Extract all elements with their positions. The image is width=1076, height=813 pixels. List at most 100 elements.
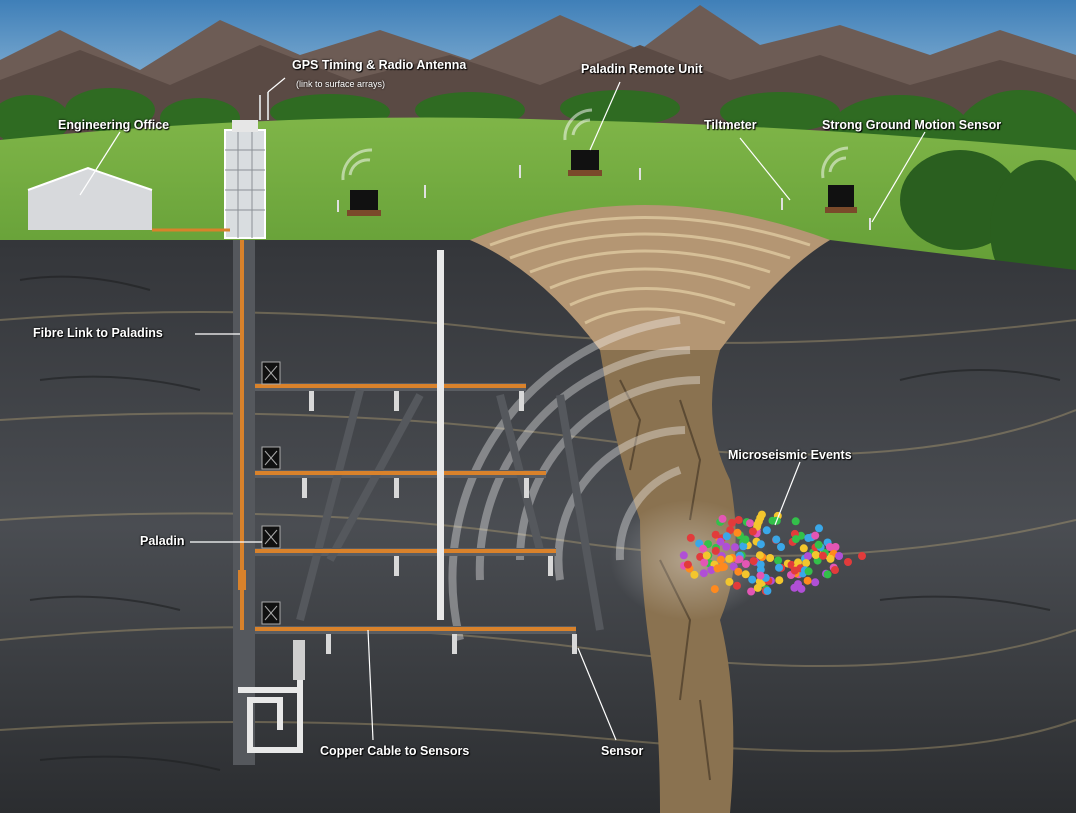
microseismic-event (690, 570, 699, 579)
fibre-link-label: Fibre Link to Paladins (33, 326, 163, 340)
microseismic-event (749, 557, 758, 566)
microseismic-event (711, 546, 720, 555)
microseismic-event (734, 516, 743, 524)
microseismic-event (766, 554, 775, 562)
tiltmeter-label: Tiltmeter (704, 118, 757, 132)
microseismic-event (791, 535, 800, 544)
rock-strata (0, 311, 1076, 753)
microseismic-event (733, 528, 742, 537)
microseismic-event (819, 551, 827, 560)
headframe-tower (224, 92, 269, 239)
microseismic-events-label: Microseismic Events (728, 448, 852, 462)
gps-antenna-sublabel: (link to surface arrays) (296, 79, 386, 89)
microseismic-event (831, 543, 840, 551)
microseismic-event (844, 558, 852, 566)
open-pit (470, 205, 830, 350)
microseismic-event (733, 581, 741, 590)
paladin-units (261, 361, 281, 625)
microseismic-event (725, 554, 734, 563)
paladin-label: Paladin (140, 534, 185, 548)
microseismic-event (772, 535, 781, 544)
microseismic-event (704, 540, 713, 549)
microseismic-event (811, 578, 820, 587)
microseismic-event (799, 544, 808, 553)
microseismic-event (729, 562, 738, 571)
microseismic-event (768, 516, 777, 525)
microseismic-event (755, 577, 764, 586)
microseismic-event (802, 559, 811, 568)
fibre-link-cable (240, 240, 244, 630)
microseismic-event (746, 519, 754, 528)
microseismic-event (707, 566, 716, 574)
engineering-office-label: Engineering Office (58, 118, 170, 132)
seismic-waves (448, 316, 701, 641)
microseismic-event (699, 544, 708, 553)
microseismic-event (774, 556, 783, 565)
microseismic-event (763, 586, 772, 595)
tiltmeters (337, 165, 871, 230)
microseismic-event (731, 543, 739, 552)
engineering-office-building (27, 166, 230, 232)
microseismic-event (679, 551, 688, 560)
strong-ground-motion-sensor-label: Strong Ground Motion Sensor (822, 118, 1002, 132)
gps-antenna-label: GPS Timing & Radio Antenna (292, 58, 467, 72)
sensor-label: Sensor (601, 744, 644, 758)
microseismic-event (716, 555, 725, 564)
microseismic-event (790, 583, 799, 592)
microseismic-event (722, 532, 731, 541)
microseismic-event (775, 576, 784, 585)
microseismic-event (718, 514, 727, 523)
copper-cable-label: Copper Cable to Sensors (320, 744, 470, 758)
microseismic-event (700, 558, 709, 567)
microseismic-event (797, 584, 806, 593)
microseismic-event (683, 560, 692, 569)
microseismic-event (825, 543, 834, 551)
microseismic-event (748, 575, 757, 584)
microseismic-event (753, 583, 762, 592)
microseismic-event (711, 530, 720, 539)
microseismic-event (753, 520, 762, 529)
microseismic-event (739, 542, 748, 551)
microseismic-event (741, 560, 750, 568)
radio-signals (341, 108, 849, 181)
microseismic-event (826, 554, 835, 563)
microseismic-event (686, 533, 695, 542)
copper-cables (246, 384, 576, 631)
microseismic-event (777, 543, 785, 551)
microseismic-event (823, 570, 832, 579)
microseismic-event (775, 563, 783, 572)
ventilation-shaft (437, 250, 444, 620)
microseismic-event (702, 551, 711, 560)
microseismic-event (803, 552, 812, 561)
microseismic-event (735, 555, 744, 564)
microseismic-event (726, 526, 735, 535)
microseismic-event (716, 537, 725, 546)
microseismic-event (734, 567, 743, 576)
microseismic-event (757, 510, 766, 519)
leader-lines (79, 77, 926, 741)
microseismic-event (747, 587, 756, 596)
sensor-probes (302, 391, 577, 654)
microseismic-event (725, 577, 734, 586)
microseismic-event (713, 564, 722, 573)
microseismic-event (710, 585, 719, 594)
microseismic-event (858, 552, 866, 560)
surface-remote-units (347, 150, 857, 216)
microseismic-event (755, 551, 764, 560)
microseismic-event (803, 576, 812, 585)
microseismic-event (811, 531, 820, 540)
microseismic-event (748, 527, 757, 536)
microseismic-event (791, 517, 800, 526)
microseismic-event (790, 566, 799, 575)
microseismic-event (756, 540, 765, 549)
microseismic-event (741, 535, 750, 544)
microseismic-event (804, 567, 813, 576)
microseismic-event (722, 542, 731, 551)
paladin-remote-unit-label: Paladin Remote Unit (581, 62, 703, 76)
microseismic-event (835, 552, 844, 560)
microseismic-event (756, 565, 765, 574)
microseismic-event-cloud (679, 510, 866, 596)
microseismic-event (696, 552, 705, 561)
microseismic-event (811, 551, 820, 559)
